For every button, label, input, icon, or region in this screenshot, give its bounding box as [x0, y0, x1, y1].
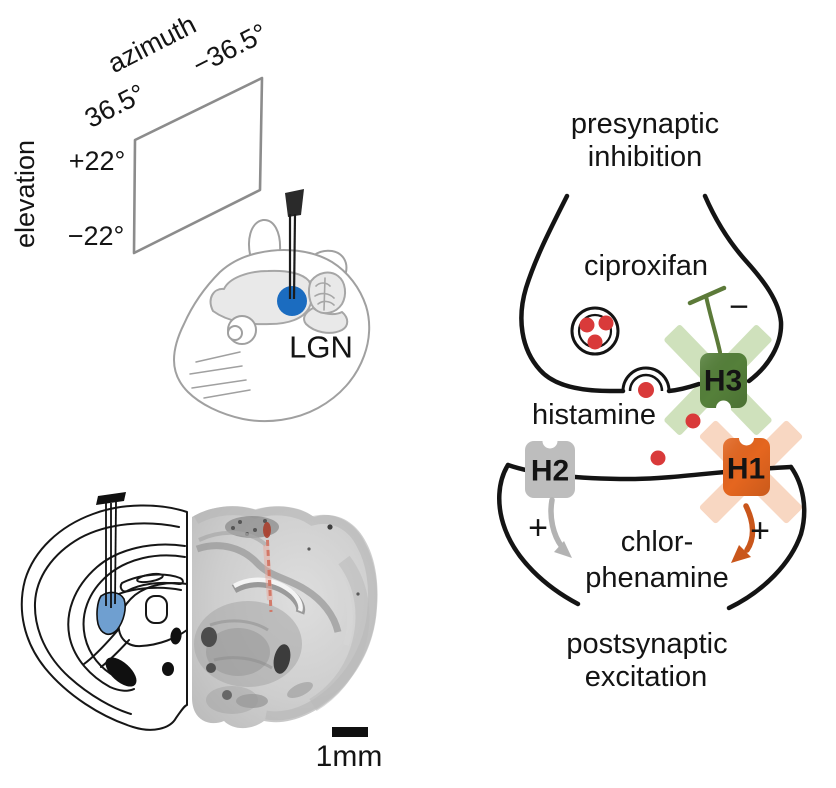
synapse-panel: presynaptic inhibition — [497, 108, 807, 693]
stimulus-panel: azimuth −36.5° 36.5° elevation +22° −22° — [10, 9, 371, 423]
histology-panel: 1mm — [20, 492, 383, 773]
release-site — [621, 366, 671, 392]
h1-binding-notch — [739, 430, 754, 446]
photo-ventral-band — [236, 694, 268, 708]
mouse-cerebellum — [307, 271, 347, 315]
h3-receptor: H3 — [700, 353, 747, 416]
mouse-eye-inner — [227, 325, 243, 341]
mouse-head-schematic: LGN — [173, 189, 371, 423]
thalamus-streak-2 — [213, 656, 273, 670]
h3-minus-sign: − — [729, 288, 749, 326]
electrode-shank-2 — [292, 213, 297, 300]
atlas-electrode-shank-3 — [114, 501, 117, 605]
hippocampus-white-band — [232, 577, 303, 612]
atlas-lgn-region — [96, 591, 126, 636]
atlas-electrode-connector — [96, 492, 126, 505]
atlas-nucleus-dot-2 — [162, 662, 174, 676]
h2-receptor-label: H2 — [531, 455, 569, 488]
presynaptic-title-line2: inhibition — [588, 141, 702, 173]
photo-debris-dot-3 — [356, 592, 360, 596]
h1-receptor: H1 — [723, 430, 770, 496]
mouse-brainstem — [303, 307, 349, 334]
atlas-drawing-half — [20, 492, 188, 731]
cortical-fold — [195, 542, 342, 633]
electrode-connector — [285, 189, 304, 217]
h1-receptor-label: H1 — [727, 453, 765, 486]
atlas-fimbria — [136, 572, 164, 584]
h3-receptor-label: H3 — [704, 365, 742, 398]
elevation-top-tick: +22° — [69, 146, 126, 176]
histology-photo-half — [192, 506, 378, 729]
postsynaptic-title-line2: excitation — [585, 661, 708, 693]
cleft-histamine-dots — [638, 382, 701, 466]
cortical-fold-2 — [198, 530, 268, 547]
elevation-bottom-tick: −22° — [68, 221, 125, 251]
presynaptic-membrane — [519, 193, 784, 394]
h1-plus-sign: + — [750, 512, 770, 550]
stimulus-screen — [132, 76, 264, 255]
thalamus-texture — [206, 628, 270, 676]
thalamus-streak-1 — [209, 619, 269, 632]
azimuth-left-tick: 36.5° — [80, 78, 150, 133]
dye-track-entry — [263, 522, 271, 538]
h2-receptor: H2 — [525, 433, 575, 498]
lgn-target-dot — [277, 286, 307, 316]
photo-dark-dot-1 — [206, 663, 216, 673]
photo-debris-dot-1 — [327, 524, 333, 530]
h1-excitation-arrow — [731, 503, 756, 563]
photo-debris-dot-2 — [307, 547, 311, 551]
photo-ventral-band-2 — [287, 681, 313, 699]
atlas-electrode — [96, 492, 126, 608]
azimuth-axis-label: azimuth — [103, 9, 201, 79]
postsynaptic-title-line1: postsynaptic — [566, 628, 727, 660]
chlorphenamine-label-line2: phenamine — [585, 562, 729, 594]
lateral-gyrus-band — [309, 555, 370, 712]
atlas-internal-capsule-2 — [100, 639, 130, 668]
atlas-corpus-callosum-inner — [82, 554, 186, 678]
mouse-whiskers — [189, 351, 251, 399]
presynaptic-title-line1: presynaptic — [571, 108, 719, 140]
cerebellum-folds — [314, 277, 335, 311]
scale-bar-label: 1mm — [316, 740, 383, 773]
atlas-outline — [20, 504, 188, 731]
synaptic-vesicle — [570, 306, 620, 356]
photo-dark-blob-2 — [273, 644, 291, 674]
h3-binding-notch — [716, 400, 731, 416]
lgn-label: LGN — [289, 330, 353, 365]
histamine-label: histamine — [532, 399, 656, 431]
ciproxifan-label: ciproxifan — [584, 250, 708, 282]
azimuth-right-tick: −36.5° — [188, 18, 272, 81]
atlas-hippocampus-line — [115, 586, 182, 596]
atlas-internal-capsule-1 — [83, 629, 119, 665]
atlas-corpus-callosum-outer — [67, 543, 186, 692]
atlas-inner-cortex-line — [33, 522, 180, 715]
atlas-nucleus-dot-1 — [170, 627, 182, 645]
vesicle-histamine-dots — [579, 315, 614, 350]
atlas-ventricle-blob — [145, 595, 168, 624]
lateral-gyrus-light — [333, 570, 354, 646]
atlas-optic-tract — [105, 657, 137, 687]
scale-bar — [332, 727, 368, 737]
dye-track — [265, 529, 273, 613]
h2-plus-sign: + — [528, 509, 548, 547]
h2-binding-notch — [542, 433, 558, 449]
photo-speckle-region — [206, 686, 258, 714]
electrode — [285, 189, 304, 300]
inhibition-tbar — [687, 285, 727, 354]
photo-dark-dot-2 — [222, 690, 232, 700]
photo-dark-blob-1 — [201, 627, 217, 647]
h2-excitation-arrow — [548, 497, 572, 558]
elevation-axis-label: elevation — [10, 140, 40, 248]
chlorphenamine-label-line1: chlor- — [621, 526, 694, 558]
